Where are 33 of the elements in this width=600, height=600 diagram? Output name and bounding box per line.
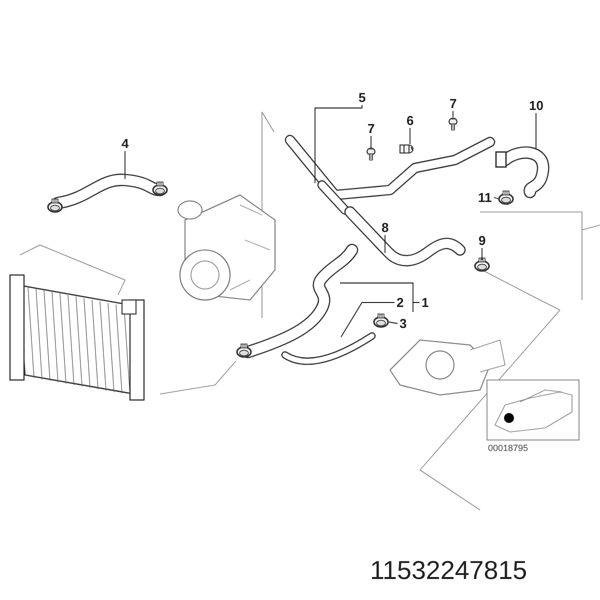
hose-drawing	[236, 244, 358, 358]
leader-line	[370, 136, 372, 148]
callout-number: 1	[422, 296, 429, 309]
callout-number: 10	[529, 99, 544, 112]
callout-number: 5	[358, 91, 366, 104]
leader-line	[388, 322, 398, 324]
drawing-number: 00018795	[488, 443, 528, 453]
part-number: 11532247815	[370, 555, 528, 586]
leader-line	[452, 110, 454, 118]
pipe-drawing	[281, 332, 376, 365]
callout-number: 8	[382, 221, 389, 234]
callout-number: 4	[122, 137, 129, 150]
clamp-drawing	[373, 314, 389, 328]
hose-drawing	[495, 146, 550, 198]
leader-line	[384, 234, 386, 254]
hose-drawing	[47, 174, 168, 213]
pipe-drawing	[284, 134, 496, 215]
callout-number: 7	[450, 97, 457, 110]
leader-line	[314, 104, 362, 184]
callout-number: 7	[368, 122, 375, 135]
clamp-drawing	[498, 190, 514, 205]
hose-drawing	[344, 206, 466, 266]
screw-drawing	[448, 117, 458, 130]
callout-number: 6	[406, 114, 414, 127]
leader-line	[494, 197, 500, 200]
leader-line	[124, 150, 126, 180]
callout-number: 2	[396, 296, 404, 309]
leader-line	[340, 282, 420, 312]
callout-number: 9	[478, 234, 486, 247]
clamp-drawing	[474, 258, 490, 272]
callout-number: 3	[400, 317, 407, 330]
callout-number: 11	[478, 191, 492, 204]
leader-line	[340, 302, 395, 338]
